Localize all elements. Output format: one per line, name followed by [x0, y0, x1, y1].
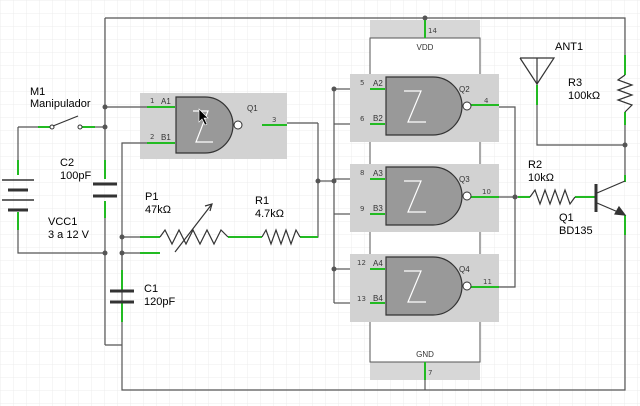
- c1-ref: C1: [144, 283, 158, 295]
- nand-gate-3: [385, 166, 472, 226]
- gate4-pin-b: 13: [357, 295, 366, 303]
- gate2-input-a-label: A2: [373, 79, 383, 88]
- vcc1-ref: VCC1: [48, 216, 77, 228]
- gate1-input-b-label: B1: [161, 133, 171, 142]
- resistor-r3: [616, 74, 634, 113]
- gate1-input-a-label: A1: [161, 97, 171, 106]
- gate4-pin-a: 12: [357, 259, 366, 267]
- r3-ref: R3: [568, 77, 582, 89]
- c2-ref: C2: [60, 157, 74, 169]
- gate4-input-b-label: B4: [373, 294, 383, 303]
- m1-name: Manipulador: [30, 98, 91, 110]
- q1-ref: Q1: [559, 212, 574, 224]
- r1-value: 4.7kΩ: [255, 208, 284, 220]
- gate2-pin-b: 6: [360, 115, 365, 123]
- gate3-pin-out: 10: [482, 188, 491, 196]
- capacitor-c1: [110, 289, 134, 304]
- vcc1-value: 3 a 12 V: [48, 229, 90, 241]
- switch-m1: [49, 115, 83, 130]
- mouse-cursor-icon: [198, 108, 209, 126]
- gate2-pin-out: 4: [484, 97, 489, 105]
- r3-value: 100kΩ: [568, 90, 600, 102]
- nand-gate-4: [385, 256, 472, 316]
- m1-ref: M1: [30, 86, 45, 98]
- r1-ref: R1: [255, 195, 269, 207]
- gate3-input-b-label: B3: [373, 204, 383, 213]
- nand-gate-1: [175, 96, 243, 154]
- gate2-input-b-label: B2: [373, 114, 383, 123]
- gate4-pin-out: 11: [483, 278, 492, 286]
- gate2-pin-a: 5: [360, 79, 364, 87]
- r2-ref: R2: [528, 159, 542, 171]
- potentiometer-p1: [159, 203, 229, 253]
- battery-vcc1: [2, 179, 34, 212]
- gate1-pin-out: 3: [272, 116, 276, 124]
- transistor-q1: [594, 180, 627, 216]
- gate4-output-label: Q4: [459, 265, 470, 274]
- p1-ref: P1: [145, 191, 158, 203]
- antenna-ant1: [519, 57, 556, 86]
- p1-value: 47kΩ: [145, 204, 171, 216]
- gate3-input-a-label: A3: [373, 169, 383, 178]
- gate3-pin-b: 9: [360, 205, 364, 213]
- c1-value: 120pF: [144, 296, 175, 308]
- nand-gate-2: [385, 76, 472, 136]
- ic-gnd-label: GND: [416, 350, 434, 359]
- gate4-input-a-label: A4: [373, 259, 383, 268]
- junctions: [102, 15, 628, 272]
- ic-gnd-pin: 7: [428, 369, 432, 377]
- resistor-r2: [529, 188, 576, 206]
- ant1-ref: ANT1: [555, 41, 583, 53]
- capacitor-c2: [93, 182, 117, 198]
- gate1-output-label: Q1: [247, 104, 258, 113]
- gate2-output-label: Q2: [459, 85, 470, 94]
- q1-value: BD135: [559, 225, 593, 237]
- gate3-pin-a: 8: [360, 169, 364, 177]
- c2-value: 100pF: [60, 170, 91, 182]
- gate1-pin-a: 1: [150, 97, 154, 105]
- ic-vdd-label: VDD: [417, 43, 434, 52]
- gate1-pin-b: 2: [150, 133, 154, 141]
- ic-vdd-pin: 14: [428, 27, 437, 35]
- gate3-output-label: Q3: [459, 175, 470, 184]
- r2-value: 10kΩ: [528, 172, 554, 184]
- pin-stubs: [17, 20, 626, 380]
- resistor-r1: [261, 228, 301, 246]
